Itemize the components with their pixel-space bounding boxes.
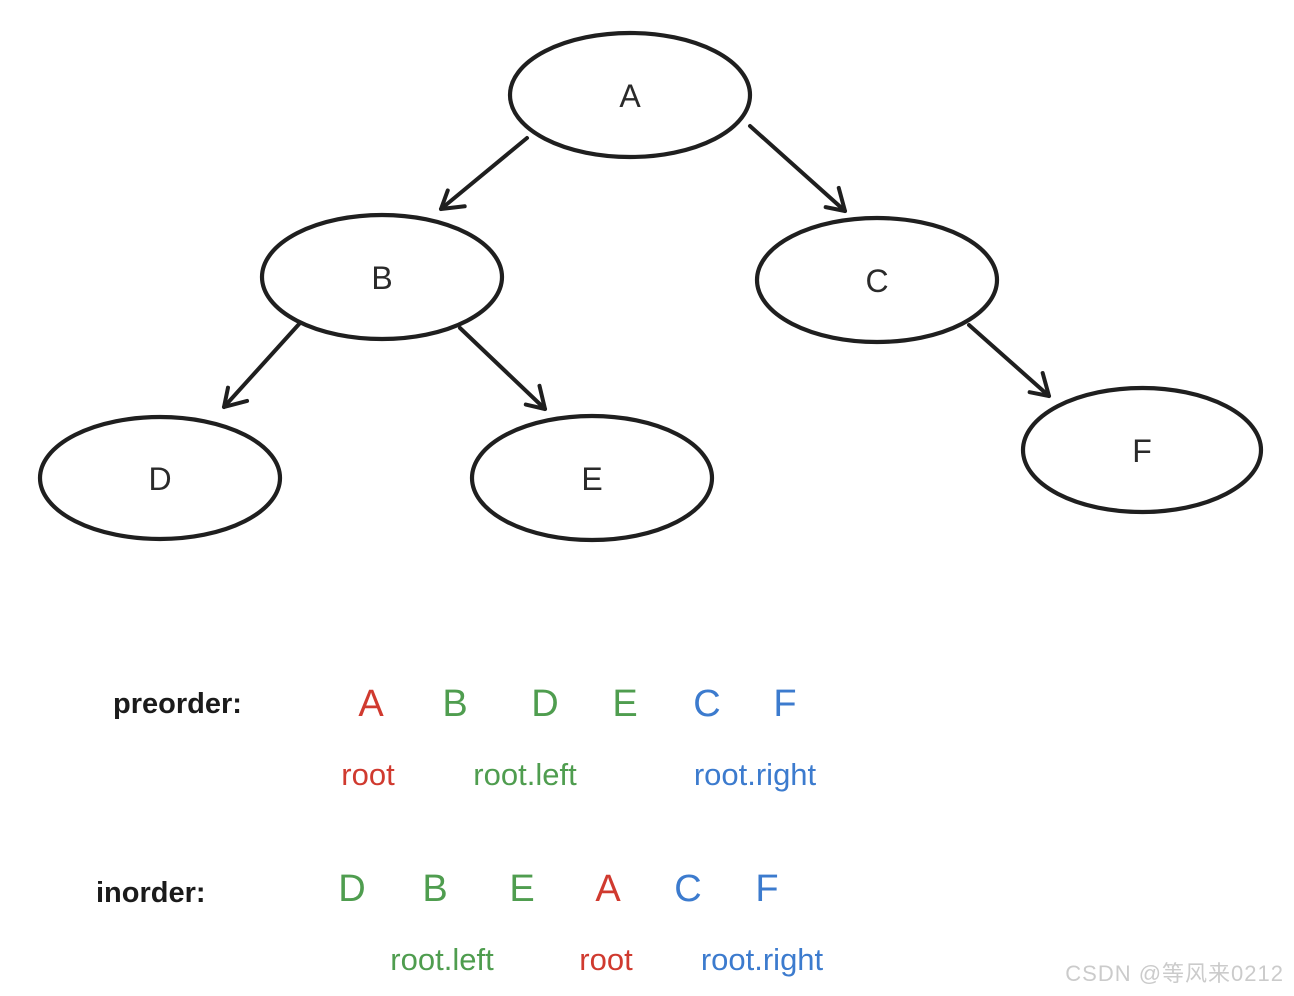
inorder-letter-E: E [509, 868, 535, 910]
tree-node-E [469, 413, 715, 543]
watermark: CSDN @等风来0212 [1065, 961, 1284, 986]
preorder-label: preorder: [113, 688, 242, 720]
inorder-letter-F: F [755, 868, 779, 910]
inorder-letter-A: A [595, 868, 621, 910]
preorder-letter-B: B [442, 683, 468, 725]
inorder-letter-C: C [674, 868, 702, 910]
inorder-letter-D: D [338, 868, 366, 910]
tree-node-label-C: C [865, 263, 888, 299]
inorder-segment-root-left: root.left [390, 942, 494, 977]
inorder-segment-root: root [579, 942, 633, 977]
preorder-letter-D: D [531, 683, 559, 725]
preorder-letter-C: C [693, 683, 721, 725]
tree-node-label-F: F [1132, 433, 1152, 469]
tree-node-label-E: E [581, 461, 602, 497]
tree-node-B [259, 212, 505, 342]
binary-tree-diagram: A B C D E F [37, 30, 1264, 543]
tree-edges [222, 124, 1051, 411]
tree-nodes: A B C D E F [37, 30, 1264, 543]
tree-node-F [1020, 385, 1264, 515]
edge-C-F-arrow [967, 323, 1051, 398]
tree-node-label-A: A [619, 78, 641, 114]
preorder-letter-F: F [773, 683, 797, 725]
tree-node-label-D: D [148, 461, 171, 497]
edge-A-C-arrow [748, 124, 847, 213]
edge-B-D-arrow [222, 321, 302, 409]
preorder-letter-E: E [612, 683, 638, 725]
inorder-segment-root-right: root.right [700, 942, 824, 977]
tree-node-D [37, 414, 283, 542]
tree-node-label-B: B [371, 260, 392, 296]
tree-node-C [754, 215, 1000, 345]
preorder-segment-root-left: root.left [473, 757, 577, 792]
edge-A-B-arrow [439, 136, 529, 211]
preorder-segment-root: root [341, 757, 395, 792]
preorder-segment-root-right: root.right [693, 757, 817, 792]
inorder-letter-B: B [422, 868, 448, 910]
edge-B-E-arrow [458, 326, 547, 411]
tree-node-A [507, 30, 753, 160]
preorder-letter-A: A [358, 683, 384, 725]
inorder-label: inorder: [96, 877, 206, 909]
